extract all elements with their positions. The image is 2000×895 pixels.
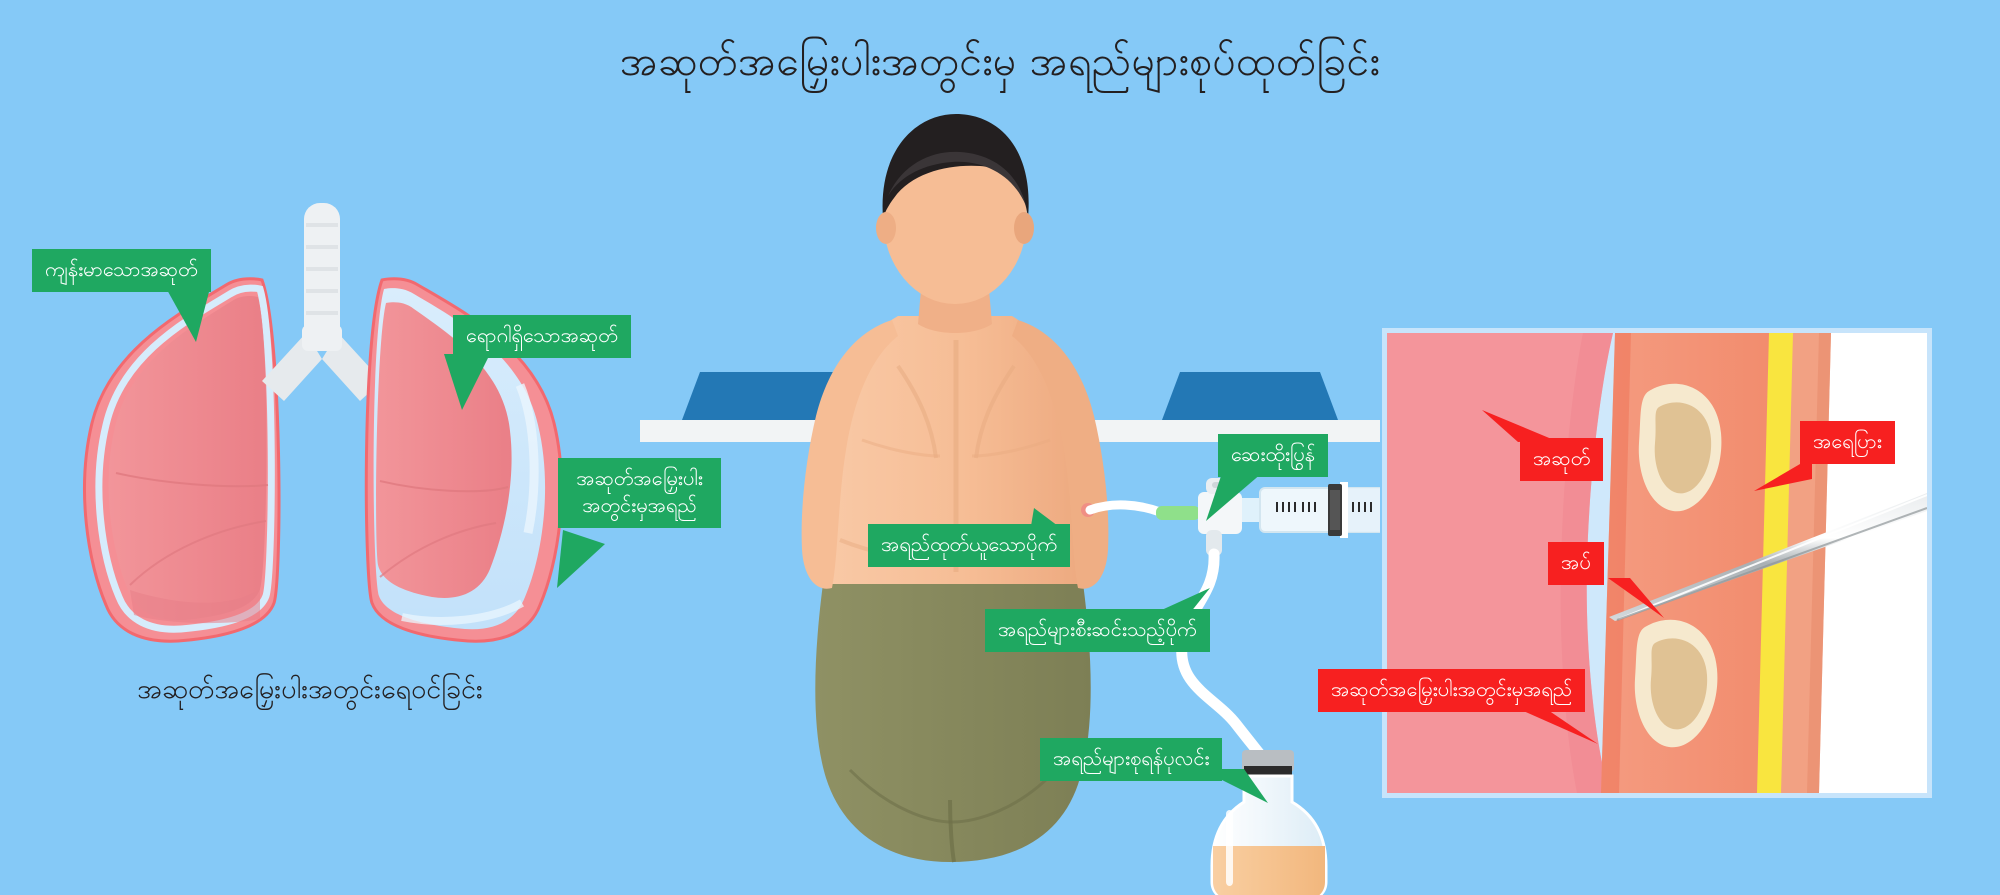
- rib-upper: [1638, 383, 1722, 512]
- label-lung-tail: [1482, 410, 1554, 442]
- patient-left-arm: [801, 320, 898, 589]
- label-diseased-lung[interactable]: ရောဂါရှိသောအဆုတ်: [453, 315, 631, 358]
- lungs-illustration: [30, 185, 610, 655]
- healthy-lung-body: [108, 296, 267, 621]
- label-diseased-lung-tail: [444, 354, 490, 410]
- label-pleural-fluid-left[interactable]: အဆုတ်အမြှေးပါး အတွင်းမှအရည်: [558, 458, 721, 528]
- label-needle-tail: [1608, 578, 1664, 618]
- crosssection-illustration: [1382, 328, 1932, 798]
- label-collection-bottle[interactable]: အရည်များစုရန်ပုလင်း: [1040, 738, 1223, 781]
- label-healthy-lung[interactable]: ကျန်းမာသောအဆုတ်: [32, 249, 211, 292]
- patient-right-arm: [1012, 320, 1109, 589]
- label-syringe[interactable]: ဆေးထိုးပြွန်: [1218, 434, 1329, 477]
- patient-hair: [882, 114, 1029, 218]
- trachea: [262, 203, 382, 401]
- collection-bottle: [1210, 750, 1328, 895]
- label-syringe-tail: [1206, 473, 1262, 521]
- syringe: [1242, 482, 1380, 538]
- label-drain-needle[interactable]: အရည်ထုတ်ယူသောပိုက်: [868, 524, 1071, 567]
- label-pleural-fluid-left-tail: [557, 530, 605, 588]
- label-skin[interactable]: အရေပြား: [1800, 421, 1895, 464]
- needle-shaft: [1609, 493, 1927, 621]
- label-healthy-lung-tail: [166, 288, 210, 342]
- label-needle[interactable]: အပ်: [1548, 542, 1604, 585]
- label-pleural-fluid-right[interactable]: အဆုတ်အမြှေးပါးအတွင်းမှအရည်: [1318, 669, 1586, 712]
- catheter-connector: [1156, 506, 1200, 520]
- rib-lower: [1634, 619, 1718, 748]
- lungs-caption: အဆုတ်အမြှေးပါးအတွင်းရေဝင်ခြင်း: [137, 674, 483, 705]
- catheter-tube: [1085, 500, 1165, 517]
- page-title: အဆုတ်အမြှေးပါးအတွင်းမှ အရည်များစုပ်ထုတ်ခ…: [619, 37, 1381, 85]
- patient-trousers: [815, 562, 1091, 862]
- label-drain-tube[interactable]: အရည်များစီးဆင်းသည့်ပိုက်: [985, 609, 1210, 652]
- patient-illustration: [640, 110, 1380, 895]
- label-pleural-fluid-right-tail: [1512, 706, 1598, 744]
- label-lung[interactable]: အဆုတ်: [1520, 438, 1604, 481]
- label-skin-tail: [1754, 457, 1812, 491]
- drainage-tube: [1176, 548, 1272, 768]
